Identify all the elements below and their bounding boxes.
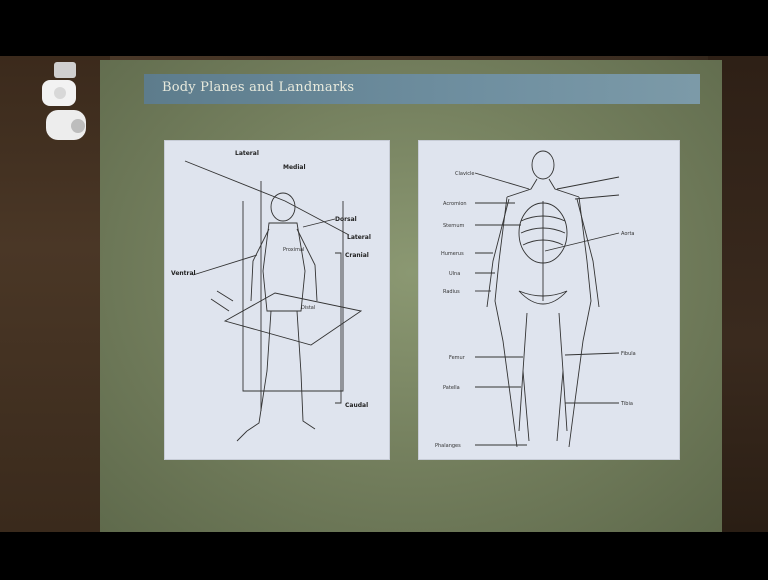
skeletal-landmarks-figure: Clavicle Acromion Sternum Humerus Ulna R… <box>418 140 680 460</box>
letterbox-bottom <box>0 532 768 580</box>
label-proximal: Proximal <box>283 247 304 253</box>
wall-camera-icon <box>40 62 96 150</box>
label-cranial: Cranial <box>345 252 369 259</box>
label-clavicle: Clavicle <box>455 171 475 177</box>
label-aorta: Aorta <box>621 231 634 237</box>
label-femur: Femur <box>449 355 466 361</box>
label-ulna: Ulna <box>449 271 460 277</box>
label-ventral: Ventral <box>171 270 196 277</box>
label-distal: Distal <box>301 305 315 311</box>
label-phalanges: Phalanges <box>435 443 461 449</box>
body-planes-figure: Lateral Medial Lateral Dorsal Proximal C… <box>164 140 390 460</box>
label-humerus: Humerus <box>441 251 464 257</box>
label-tibia: Tibia <box>620 401 633 407</box>
label-caudal: Caudal <box>345 402 368 409</box>
label-acromion: Acromion <box>443 201 467 207</box>
label-fibula: Fibula <box>621 351 636 357</box>
label-patella: Patella <box>443 385 460 391</box>
label-radius: Radius <box>443 289 460 295</box>
label-lateral: Lateral <box>347 234 371 241</box>
projection-screen: Body Planes and Landmarks <box>100 60 722 532</box>
label-lateral-top: Lateral <box>235 150 259 157</box>
label-dorsal: Dorsal <box>335 216 357 223</box>
letterbox-top <box>0 0 768 56</box>
label-medial: Medial <box>283 164 306 171</box>
slide-title-bar: Body Planes and Landmarks <box>144 74 700 104</box>
slide-title: Body Planes and Landmarks <box>162 80 354 95</box>
label-sternum: Sternum <box>443 223 465 229</box>
